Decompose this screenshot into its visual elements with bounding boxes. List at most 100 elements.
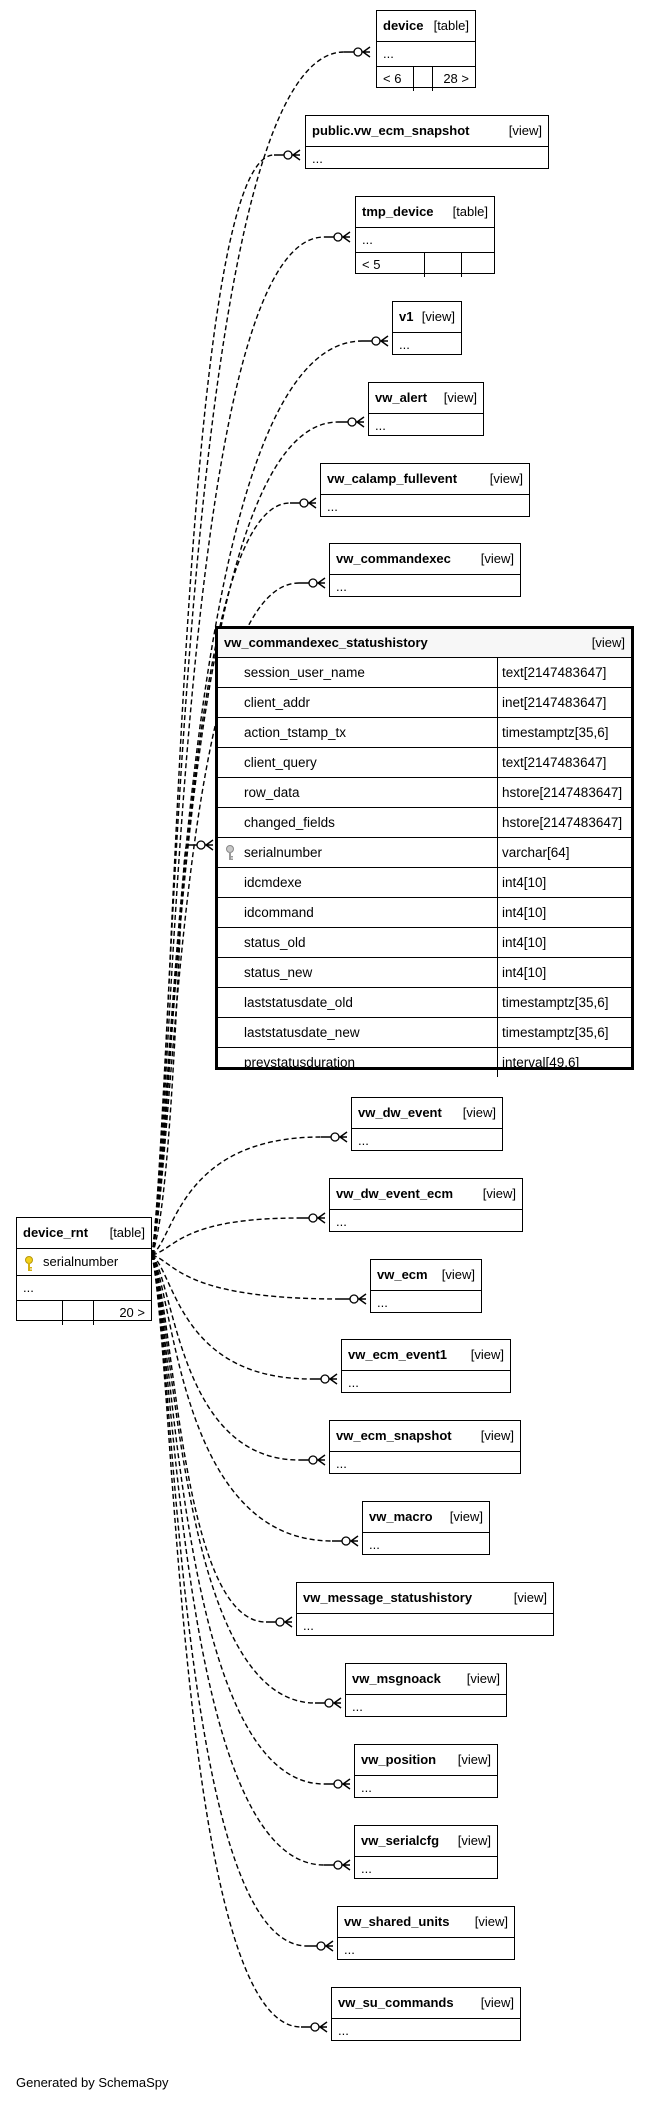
column-type: varchar[64] — [502, 845, 570, 860]
view-vw-dw-event-ecm[interactable]: vw_dw_event_ecm[view] ... — [329, 1178, 523, 1232]
view-ellipsis: ... — [375, 418, 386, 433]
view-vw-shared-units[interactable]: vw_shared_units[view] ... — [337, 1906, 515, 1960]
view-vw-calamp-fullevent[interactable]: vw_calamp_fullevent[view] ... — [320, 463, 530, 517]
relationship-edge — [151, 1254, 333, 1542]
column-row[interactable]: status_old int4[10] — [218, 928, 631, 958]
view-ellipsis: ... — [352, 1699, 363, 1714]
column-row[interactable]: serialnumber — [17, 1249, 151, 1276]
view-name: vw_message_statushistory — [303, 1590, 473, 1605]
relationship-edge — [151, 1254, 316, 1704]
relationship-edge — [151, 502, 291, 1256]
parents-count[interactable]: < 5 — [356, 253, 425, 277]
column-name: laststatusdate_new — [218, 1018, 498, 1047]
relationship-edge — [151, 844, 188, 1256]
table-device[interactable]: device[table] ... < 6 28 > — [376, 10, 476, 91]
column-name: client_query — [218, 748, 498, 777]
view-vw-serialcfg[interactable]: vw_serialcfg[view] ... — [354, 1825, 498, 1879]
column-row[interactable]: prevstatusduration interval[49,6] — [218, 1048, 631, 1077]
relationship-edge — [151, 582, 300, 1256]
view-vw-ecm-event1[interactable]: vw_ecm_event1[view] ... — [341, 1339, 511, 1393]
view-vw-macro[interactable]: vw_macro[view] ... — [362, 1501, 490, 1555]
view-ellipsis: ... — [338, 2023, 349, 2038]
table-kind: [table] — [109, 1225, 145, 1240]
view-name: vw_ecm — [377, 1267, 428, 1282]
view-header: vw_su_commands[view] — [332, 1988, 520, 2019]
view-kind: [view] — [480, 1428, 514, 1443]
optional-marker — [353, 47, 363, 57]
view-header: vw_message_statushistory [view] — [297, 1583, 553, 1614]
view-kind: [view] — [457, 1833, 491, 1848]
view-vw-su-commands[interactable]: vw_su_commands[view] ... — [331, 1987, 521, 2041]
view-header: vw_dw_event[view] — [352, 1098, 502, 1129]
generated-by-footer: Generated by SchemaSpy — [16, 2075, 169, 2090]
view-name: vw_position — [361, 1752, 437, 1767]
view-header: vw_commandexec[view] — [330, 544, 520, 575]
table-footer: < 6 28 > — [377, 66, 475, 91]
children-count[interactable]: 28 > — [443, 71, 469, 86]
table-tmp-device[interactable]: tmp_device[table] ... < 5 — [355, 196, 495, 277]
view-kind: [view] — [513, 1590, 547, 1605]
footer-spacer — [462, 253, 494, 277]
children-count[interactable]: 20 > — [119, 1305, 145, 1320]
view-vw-ecm[interactable]: vw_ecm[view] ... — [370, 1259, 482, 1313]
optional-marker — [347, 417, 357, 427]
view-vw-commandexec[interactable]: vw_commandexec[view] ... — [329, 543, 521, 597]
view-vw-alert[interactable]: vw_alert[view] ... — [368, 382, 484, 436]
view-kind: [view] — [482, 1186, 516, 1201]
relationship-edge — [151, 1254, 341, 1300]
column-name: status_old — [218, 928, 498, 957]
view-header: vw_alert[view] — [369, 383, 483, 414]
column-type: int4[10] — [502, 935, 547, 950]
optional-marker — [275, 1617, 285, 1627]
view-public-vw-ecm-snapshot[interactable]: public.vw_ecm_snapshot[view] ... — [305, 115, 549, 169]
view-kind: [view] — [480, 551, 514, 566]
footer-spacer — [414, 67, 433, 91]
view-vw-msgnoack[interactable]: vw_msgnoack[view] ... — [345, 1663, 507, 1717]
view-ellipsis: ... — [369, 1537, 380, 1552]
view-header: vw_ecm [view] — [371, 1260, 481, 1291]
view-ellipsis: ... — [399, 337, 410, 352]
view-name: vw_msgnoack — [352, 1671, 441, 1686]
view-header: vw_msgnoack[view] — [346, 1664, 506, 1695]
table-name: device_rnt — [23, 1225, 89, 1240]
view-vw-position[interactable]: vw_position[view] ... — [354, 1744, 498, 1798]
table-footer: 20 > — [17, 1300, 151, 1325]
parents-count[interactable]: < 6 — [377, 67, 414, 91]
column-name: client_addr — [218, 688, 498, 717]
view-ellipsis: ... — [312, 151, 323, 166]
column-type: interval[49,6] — [502, 1055, 580, 1070]
view-vw-message-statushistory[interactable]: vw_message_statushistory[view] ... — [296, 1582, 554, 1636]
view-name: vw_dw_event_ecm — [336, 1186, 454, 1201]
column-name: row_data — [218, 778, 498, 807]
view-v1[interactable]: v1[view] ... — [392, 301, 462, 355]
view-ellipsis: ... — [361, 1780, 372, 1795]
view-vw-dw-event[interactable]: vw_dw_event[view] ... — [351, 1097, 503, 1151]
view-kind: [view] — [489, 471, 523, 486]
optional-marker — [196, 840, 206, 850]
footer-spacer — [17, 1301, 63, 1325]
view-ellipsis: ... — [327, 499, 338, 514]
table-ellipsis: ... — [23, 1280, 34, 1295]
view-header: vw_shared_units[view] — [338, 1907, 514, 1938]
optional-marker — [320, 1374, 330, 1384]
view-vw-ecm-snapshot[interactable]: vw_ecm_snapshot[view] ... — [329, 1420, 521, 1474]
footer-spacer — [425, 253, 462, 277]
table-device-rnt[interactable]: device_rnt [table] serialnumber ... 20 > — [16, 1217, 152, 1325]
column-type: text[2147483647] — [502, 665, 607, 680]
view-kind: [view] — [441, 1267, 475, 1282]
column-name: prevstatusduration — [218, 1048, 498, 1077]
view-vw-commandexec-statushistory[interactable]: vw_commandexec_statushistory[view] sessi… — [215, 626, 634, 1077]
relationship-edge — [151, 1136, 322, 1256]
